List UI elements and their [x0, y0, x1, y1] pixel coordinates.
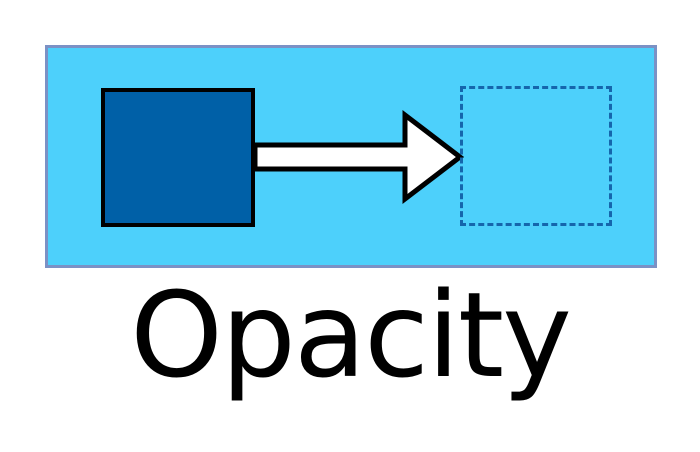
- right-arrow-icon: [252, 109, 465, 205]
- transparent-square-outline: [460, 86, 612, 226]
- figure-caption: Opacity: [130, 266, 572, 404]
- right-arrow-shape: [252, 109, 465, 205]
- opaque-square: [101, 88, 255, 227]
- opacity-banner: [45, 45, 657, 268]
